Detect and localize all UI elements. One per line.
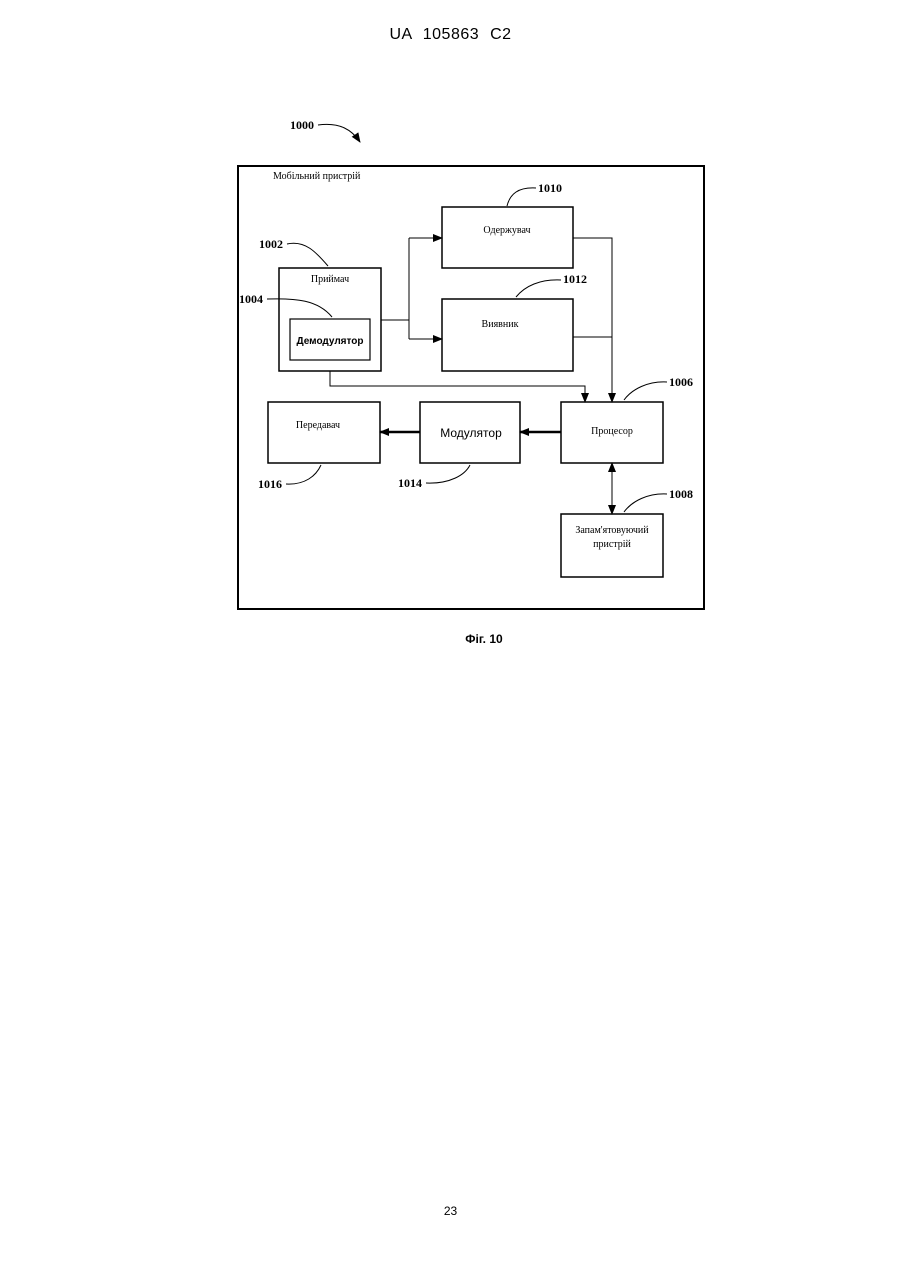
detector-block: [442, 299, 573, 371]
ref-1006-leader: [624, 382, 667, 400]
ref-1016-leader: [286, 465, 321, 484]
ref-1010: 1010: [538, 181, 562, 195]
modulator-label: Модулятор: [440, 426, 502, 440]
obtainer-label: Одержувач: [483, 225, 530, 236]
processor-label: Процесор: [591, 426, 633, 437]
mobile-device-label: Мобільний пристрій: [273, 171, 361, 182]
ref-1012: 1012: [563, 272, 587, 286]
ref-1010-leader: [507, 188, 536, 206]
ref-1014-leader: [426, 465, 470, 483]
ref-1006: 1006: [669, 375, 693, 389]
ref-1002-leader: [287, 243, 328, 266]
obtainer-block: [442, 207, 573, 268]
ref-1002: 1002: [259, 237, 283, 251]
ref-1014: 1014: [398, 476, 422, 490]
ref-1012-leader: [516, 280, 561, 297]
memory-label-line2: пристрій: [593, 539, 631, 550]
page-number: 23: [0, 1204, 901, 1218]
demodulator-label: Демодулятор: [297, 336, 364, 347]
ref-1000-arrow: [318, 124, 360, 142]
memory-label-line1: Запам'ятовуючий: [575, 525, 649, 536]
receiver-to-processor-arrow: [330, 371, 585, 402]
ref-1016: 1016: [258, 477, 282, 491]
ref-1004: 1004: [239, 292, 263, 306]
transmitter-label: Передавач: [296, 420, 340, 431]
ref-1008: 1008: [669, 487, 693, 501]
detector-label: Виявник: [482, 319, 519, 330]
transmitter-block: [268, 402, 380, 463]
figure-caption: Фіг. 10: [0, 632, 901, 646]
obtainer-to-processor-arrow: [573, 238, 612, 402]
ref-1000: 1000: [290, 118, 314, 132]
ref-1008-leader: [624, 494, 667, 512]
receiver-label: Приймач: [311, 274, 349, 285]
